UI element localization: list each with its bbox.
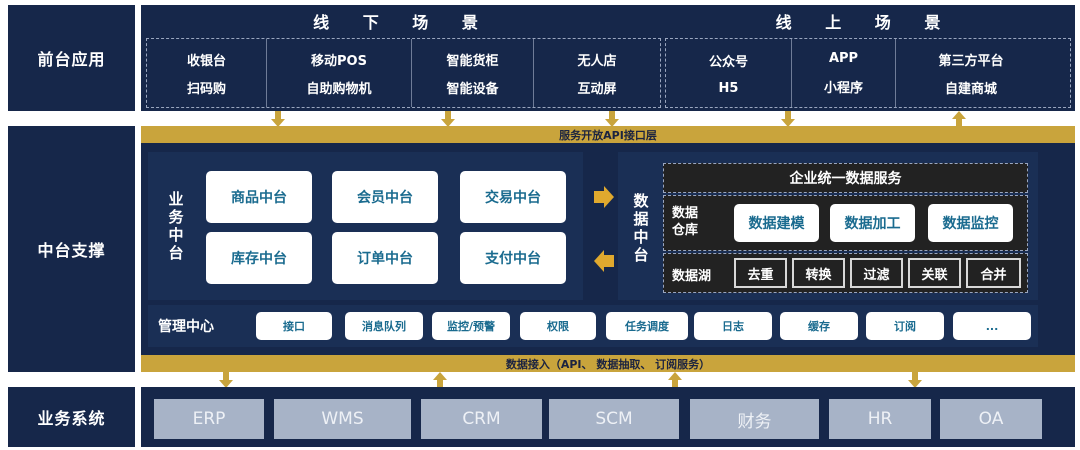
system-scm: SCM [549, 399, 679, 439]
system-hr: HR [829, 399, 931, 439]
system-oa: OA [940, 399, 1042, 439]
offline-col-4: 无人店 互动屏 [534, 39, 660, 107]
business-middle-title: 业 务 中 台 [168, 190, 184, 262]
online-col-1: 公众号 H5 [666, 39, 792, 107]
offline-scene-box: 收银台 扫码购 移动POS 自助购物机 智能货柜 智能设备 无人店 互动屏 [146, 38, 661, 108]
data-lake-box: 数据湖 去重 转换 过滤 关联 合并 [663, 253, 1028, 293]
online-item: 公众号 [708, 54, 748, 70]
offline-item: 自助购物机 [306, 81, 372, 97]
mgmt-item-log: 日志 [694, 312, 772, 340]
arrow-down-icon [605, 111, 619, 127]
online-item: 第三方平台 [938, 53, 1004, 69]
arrow-down-icon [219, 372, 233, 388]
offline-item: 移动POS [311, 53, 367, 69]
system-finance: 财务 [690, 399, 819, 439]
arrow-up-icon [668, 372, 682, 388]
system-crm: CRM [421, 399, 542, 439]
system-wms: WMS [274, 399, 411, 439]
offline-item: 智能设备 [446, 81, 499, 97]
row-label-front-text: 前台应用 [37, 50, 106, 69]
online-col-3: 第三方平台 自建商城 [896, 39, 1046, 107]
lake-item-merge: 合并 [966, 258, 1021, 288]
offline-col-3: 智能货柜 智能设备 [412, 39, 534, 107]
lake-item-filter: 过滤 [850, 258, 903, 288]
row-label-middle-text: 中台支撑 [37, 241, 106, 260]
data-warehouse-label: 数据 仓库 [672, 206, 699, 238]
lake-item-dedupe: 去重 [734, 258, 787, 288]
arrow-right-icon [594, 186, 614, 208]
data-access-label: 数据接入（API、 数据抽取、 订阅服务） [505, 357, 711, 371]
mgmt-item-message-queue: 消息队列 [345, 312, 423, 340]
mgmt-item-cache: 缓存 [780, 312, 858, 340]
online-scene-box: 公众号 H5 APP 小程序 第三方平台 自建商城 [665, 38, 1071, 108]
row-label-front: 前台应用 [8, 5, 135, 111]
warehouse-item-modeling: 数据建模 [734, 204, 819, 242]
warehouse-item-monitoring: 数据监控 [928, 204, 1013, 242]
lake-item-join: 关联 [908, 258, 961, 288]
enterprise-data-service: 企业统一数据服务 [663, 163, 1028, 193]
offline-item: 扫码购 [186, 81, 226, 97]
middle-box-member: 会员中台 [332, 171, 438, 223]
offline-scene-title: 线 下 场 景 [313, 13, 492, 32]
online-item: 小程序 [823, 80, 863, 96]
middle-box-payment: 支付中台 [460, 232, 566, 284]
online-item: H5 [718, 80, 739, 96]
row-label-business-text: 业务系统 [37, 409, 106, 428]
offline-item: 收银台 [186, 53, 226, 69]
data-warehouse-box: 数据 仓库 数据建模 数据加工 数据监控 [663, 195, 1028, 251]
arrow-down-icon [271, 111, 285, 127]
offline-item: 互动屏 [577, 81, 617, 97]
arrow-down-icon [781, 111, 795, 127]
api-layer-label: 服务开放API接口层 [559, 128, 657, 142]
offline-col-2: 移动POS 自助购物机 [267, 39, 412, 107]
arrow-up-icon [433, 372, 447, 388]
online-item: APP [828, 50, 859, 66]
mgmt-item-interface: 接口 [256, 312, 332, 340]
online-col-2: APP 小程序 [792, 39, 896, 107]
offline-col-1: 收银台 扫码购 [147, 39, 267, 107]
row-label-business: 业务系统 [8, 387, 135, 447]
enterprise-data-service-label: 企业统一数据服务 [789, 171, 902, 187]
arrow-down-icon [441, 111, 455, 127]
middle-box-inventory: 库存中台 [206, 232, 312, 284]
api-layer-bar: 服务开放API接口层 [141, 126, 1075, 143]
mgmt-item-monitor-alert: 监控/预警 [432, 312, 510, 340]
system-erp: ERP [154, 399, 264, 439]
mgmt-item-task-schedule: 任务调度 [606, 312, 688, 340]
offline-item: 无人店 [577, 53, 617, 69]
row-label-middle: 中台支撑 [8, 126, 135, 372]
data-access-bar: 数据接入（API、 数据抽取、 订阅服务） [141, 355, 1075, 372]
arrow-down-icon [908, 372, 922, 388]
mgmt-item-subscribe: 订阅 [866, 312, 944, 340]
arrow-up-icon [952, 111, 966, 127]
mgmt-item-permission: 权限 [520, 312, 596, 340]
offline-item: 智能货柜 [446, 53, 499, 69]
online-scene-title: 线 上 场 景 [775, 13, 955, 32]
online-item: 自建商城 [944, 81, 997, 97]
middle-box-transaction: 交易中台 [460, 171, 566, 223]
mgmt-item-more: ... [953, 312, 1031, 340]
front-panel [141, 5, 1075, 111]
lake-item-transform: 转换 [792, 258, 845, 288]
data-middle-title: 数 据 中 台 [633, 192, 649, 264]
arrow-left-icon [594, 250, 614, 272]
warehouse-item-processing: 数据加工 [830, 204, 915, 242]
middle-box-product: 商品中台 [206, 171, 312, 223]
data-lake-label: 数据湖 [672, 269, 712, 284]
management-center-label: 管理中心 [158, 319, 214, 335]
middle-box-order: 订单中台 [332, 232, 438, 284]
